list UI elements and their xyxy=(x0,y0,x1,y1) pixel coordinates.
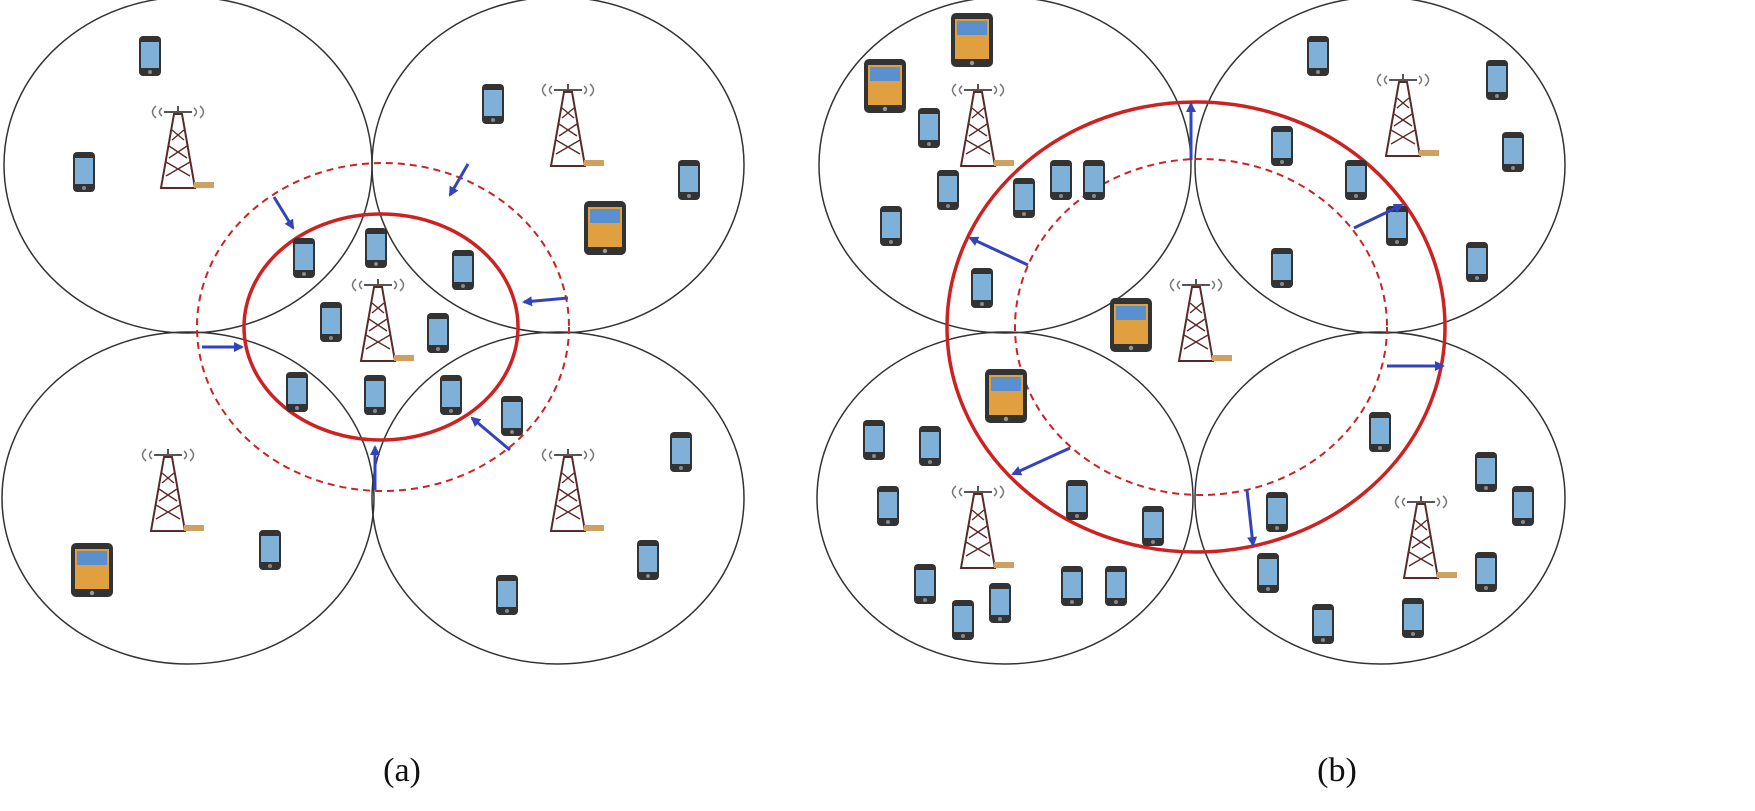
mobile-phone-icon xyxy=(1257,553,1279,593)
mobile-phone-icon xyxy=(937,170,959,210)
panel-b xyxy=(816,0,1566,665)
base-station-tower-icon xyxy=(351,278,415,362)
mobile-phone-icon xyxy=(918,108,940,148)
mobile-phone-icon xyxy=(365,228,387,268)
mobile-phone-icon xyxy=(914,564,936,604)
cell-boundaries xyxy=(1,0,745,665)
mobile-phone-icon xyxy=(1013,178,1035,218)
mobile-phone-icon xyxy=(1142,506,1164,546)
base-station-tower-icon xyxy=(151,105,215,189)
mobile-phone-icon xyxy=(989,583,1011,623)
mobile-phone-icon xyxy=(73,152,95,192)
mobile-phone-icon xyxy=(670,432,692,472)
cell-boundary xyxy=(1194,0,1566,334)
tablet-icon xyxy=(864,59,906,113)
mobile-phone-icon xyxy=(637,540,659,580)
arrow-icon xyxy=(522,296,569,307)
cell-boundary xyxy=(816,331,1194,665)
mobile-phone-icon xyxy=(1271,248,1293,288)
arrows xyxy=(202,163,569,490)
cell-boundary xyxy=(818,0,1192,334)
mobile-phone-icon xyxy=(1271,126,1293,166)
mobile-phone-icon xyxy=(919,426,941,466)
base-station-tower-icon xyxy=(141,448,205,532)
mobile-phone-icon xyxy=(293,238,315,278)
base-station-tower-icon xyxy=(541,448,605,532)
mobile-phone-icon xyxy=(1502,132,1524,172)
arrow-icon xyxy=(968,236,1029,267)
panel-label-a: (a) xyxy=(383,752,421,789)
mobile-phone-icon xyxy=(880,206,902,246)
mobile-phone-icon xyxy=(1061,566,1083,606)
mobile-phone-icon xyxy=(496,575,518,615)
base-station-tower-icon xyxy=(1169,278,1233,362)
base-station-tower-icon xyxy=(951,83,1015,167)
mobile-phone-icon xyxy=(877,486,899,526)
base-station-tower-icon xyxy=(1394,495,1458,579)
base-station-tower-icon xyxy=(951,485,1015,569)
mobile-phone-icon xyxy=(971,268,993,308)
mobile-phone-icon xyxy=(1066,480,1088,520)
mobile-phone-icon xyxy=(1050,160,1072,200)
mobile-phone-icon xyxy=(678,160,700,200)
mobile-phone-icon xyxy=(1312,604,1334,644)
outer-coverage-ring xyxy=(196,162,570,492)
tablet-icon xyxy=(584,201,626,255)
mobile-phone-icon xyxy=(139,36,161,76)
mobile-phone-icon xyxy=(286,372,308,412)
mobile-phone-icon xyxy=(1083,160,1105,200)
tablet-icon xyxy=(985,369,1027,423)
mobile-phone-icon xyxy=(320,302,342,342)
mobile-phone-icon xyxy=(427,313,449,353)
cell-boundaries xyxy=(816,0,1566,665)
base-station-tower-icon xyxy=(1376,73,1440,157)
panel-label-b: (b) xyxy=(1317,752,1357,789)
mobile-phone-icon xyxy=(440,375,462,415)
mobile-phone-icon xyxy=(1369,412,1391,452)
arrow-icon xyxy=(448,163,470,197)
mobile-phone-icon xyxy=(482,84,504,124)
mobile-phone-icon xyxy=(1345,160,1367,200)
arrow-icon xyxy=(1353,203,1404,230)
cell-boundary xyxy=(1,331,375,665)
mobile-phone-icon xyxy=(501,396,523,436)
inner-coverage-ring xyxy=(1014,158,1388,496)
mobile-phone-icon xyxy=(452,250,474,290)
mobile-phone-icon xyxy=(1475,452,1497,492)
arrow-icon xyxy=(1245,489,1258,547)
arrow-icon xyxy=(470,416,511,452)
cell-boundary xyxy=(371,0,745,334)
mobile-phone-icon xyxy=(1486,60,1508,100)
mobile-phone-icon xyxy=(1475,552,1497,592)
mobile-phone-icon xyxy=(259,530,281,570)
arrow-icon xyxy=(272,196,295,230)
tablet-icon xyxy=(71,543,113,597)
cell-boundary xyxy=(371,331,745,665)
outer-coverage-ring xyxy=(945,100,1447,554)
mobile-phone-icon xyxy=(1105,566,1127,606)
base-station-tower-icon xyxy=(541,83,605,167)
mobile-phone-icon xyxy=(1402,598,1424,638)
panel-a xyxy=(1,0,745,665)
mobile-phone-icon xyxy=(364,375,386,415)
tablet-icon xyxy=(951,13,993,67)
cell-boundary xyxy=(3,0,373,334)
cell-boundary xyxy=(1194,331,1566,665)
mobile-phone-icon xyxy=(1512,486,1534,526)
arrows xyxy=(968,102,1445,547)
mobile-phone-icon xyxy=(863,420,885,460)
arrow-icon xyxy=(1011,446,1071,476)
mobile-phone-icon xyxy=(952,600,974,640)
mobile-phone-icon xyxy=(1466,242,1488,282)
tablet-icon xyxy=(1110,298,1152,352)
mobile-phone-icon xyxy=(1307,36,1329,76)
inner-coverage-ring xyxy=(242,212,520,442)
mobile-phone-icon xyxy=(1266,492,1288,532)
